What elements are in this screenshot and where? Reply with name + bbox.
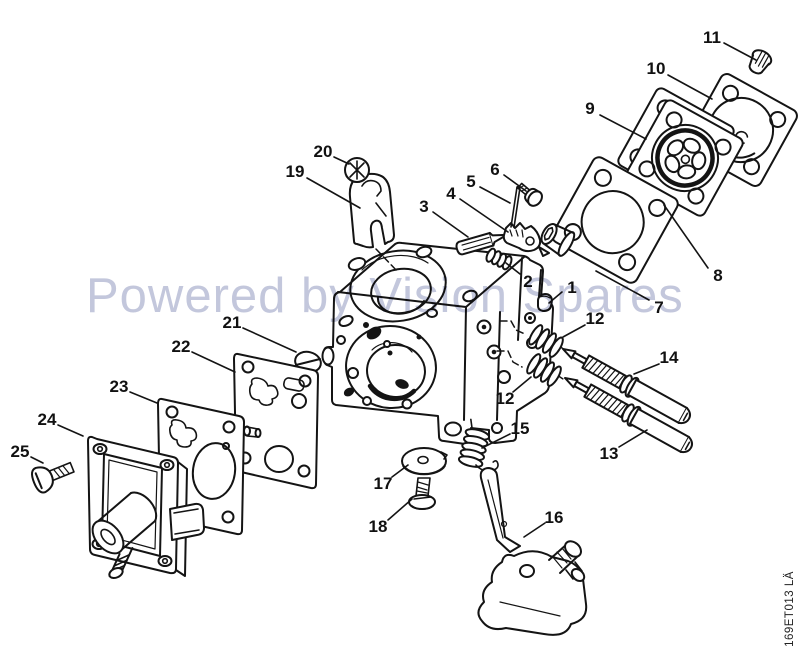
assembly-dash-lines <box>496 320 566 380</box>
part-nozzle-cup <box>540 223 576 257</box>
callout-18-label-18: 18 <box>369 517 388 536</box>
part-24-pump-cover <box>87 435 205 580</box>
callout-15-leader-15 <box>481 433 511 449</box>
callout-8-leader-7 <box>663 204 709 269</box>
part-12-spring-upper <box>528 324 564 358</box>
callout-10-leader-9 <box>667 74 713 100</box>
callout-1-label-0: 1 <box>567 278 576 297</box>
part-4-metering-lever <box>502 222 550 257</box>
callout-25-label-25: 25 <box>11 442 30 461</box>
part-22-pump-diaphragm <box>233 352 319 490</box>
callout-16-label-16: 16 <box>545 508 564 527</box>
callout-13-label-13: 13 <box>600 444 619 463</box>
callout-23-label-23: 23 <box>110 377 129 396</box>
callout-9-label-8: 9 <box>585 99 594 118</box>
part-12-spring-lower <box>526 353 562 387</box>
part-18-screw <box>408 477 436 510</box>
callout-11-label-10: 11 <box>703 28 721 47</box>
part-20-screw <box>344 157 370 183</box>
part-19-swivel-clip <box>348 172 399 273</box>
callout-7-label-6: 7 <box>654 298 663 317</box>
callout-21-leader-21 <box>242 327 297 353</box>
callout-6-label-5: 6 <box>490 160 499 179</box>
callout-4-label-3: 4 <box>446 184 456 203</box>
doc-code: 169ET013 LÄ <box>784 571 796 647</box>
callout-2-label-1: 2 <box>523 272 532 291</box>
part-15-torsion-spring <box>457 418 499 472</box>
callout-10-label-9: 10 <box>647 59 666 78</box>
callout-17-label-17: 17 <box>374 474 393 493</box>
callout-12-leader-12 <box>512 376 532 393</box>
callout-9-leader-8 <box>599 114 647 140</box>
part-13-adjustment-screw <box>564 377 694 454</box>
callout-24-leader-24 <box>57 424 84 437</box>
callout-19-leader-19 <box>306 177 361 209</box>
callout-8-label-7: 8 <box>713 266 722 285</box>
part-11-plug <box>748 49 773 75</box>
callout-15-label-15: 15 <box>511 419 530 438</box>
callout-5-leader-4 <box>479 186 511 204</box>
part-14-adjustment-screw <box>562 348 692 425</box>
part-17-washer-disc <box>401 447 448 476</box>
callout-7-leader-6 <box>595 270 650 301</box>
callout-17-leader-17 <box>391 464 409 478</box>
callout-11-leader-10 <box>723 42 757 61</box>
callout-12-label-11: 12 <box>586 309 605 328</box>
callout-3-leader-2 <box>432 211 469 238</box>
part-1-plug <box>537 293 553 312</box>
carburetor-body <box>321 241 554 445</box>
callout-14-label-14: 14 <box>660 348 679 367</box>
callout-12-label-12: 12 <box>496 389 515 408</box>
callout-18-leader-18 <box>387 498 413 521</box>
callout-4-leader-3 <box>459 198 509 233</box>
callout-22-leader-22 <box>191 351 236 373</box>
callout-3-label-2: 3 <box>419 197 428 216</box>
callout-12-leader-11 <box>562 324 586 338</box>
part-16-choke-lever <box>477 467 588 636</box>
callout-20-label-20: 20 <box>314 142 333 161</box>
callout-25-leader-25 <box>30 456 44 464</box>
callout-22-label-22: 22 <box>172 337 191 356</box>
callout-13-leader-13 <box>618 429 648 448</box>
callout-21-label-21: 21 <box>223 313 242 332</box>
callout-20-leader-20 <box>333 156 350 165</box>
callout-19-label-19: 19 <box>286 162 305 181</box>
part-6-screw <box>517 182 543 207</box>
callout-14-leader-14 <box>633 363 660 375</box>
callout-16-leader-16 <box>523 522 546 538</box>
part-7-metering-gasket <box>551 156 679 284</box>
callout-layer: 1234567891011121213141516171819202122232… <box>11 28 757 538</box>
part-25-screw <box>31 461 75 494</box>
part-5-lever-pin <box>510 185 521 229</box>
callout-24-label-24: 24 <box>38 410 57 429</box>
callout-6-leader-5 <box>503 174 527 192</box>
callout-5-label-4: 5 <box>466 172 475 191</box>
callout-23-leader-23 <box>129 391 158 404</box>
callout-1-leader-0 <box>548 291 563 304</box>
part-2-spring <box>485 247 513 271</box>
callout-2-leader-1 <box>505 262 521 275</box>
